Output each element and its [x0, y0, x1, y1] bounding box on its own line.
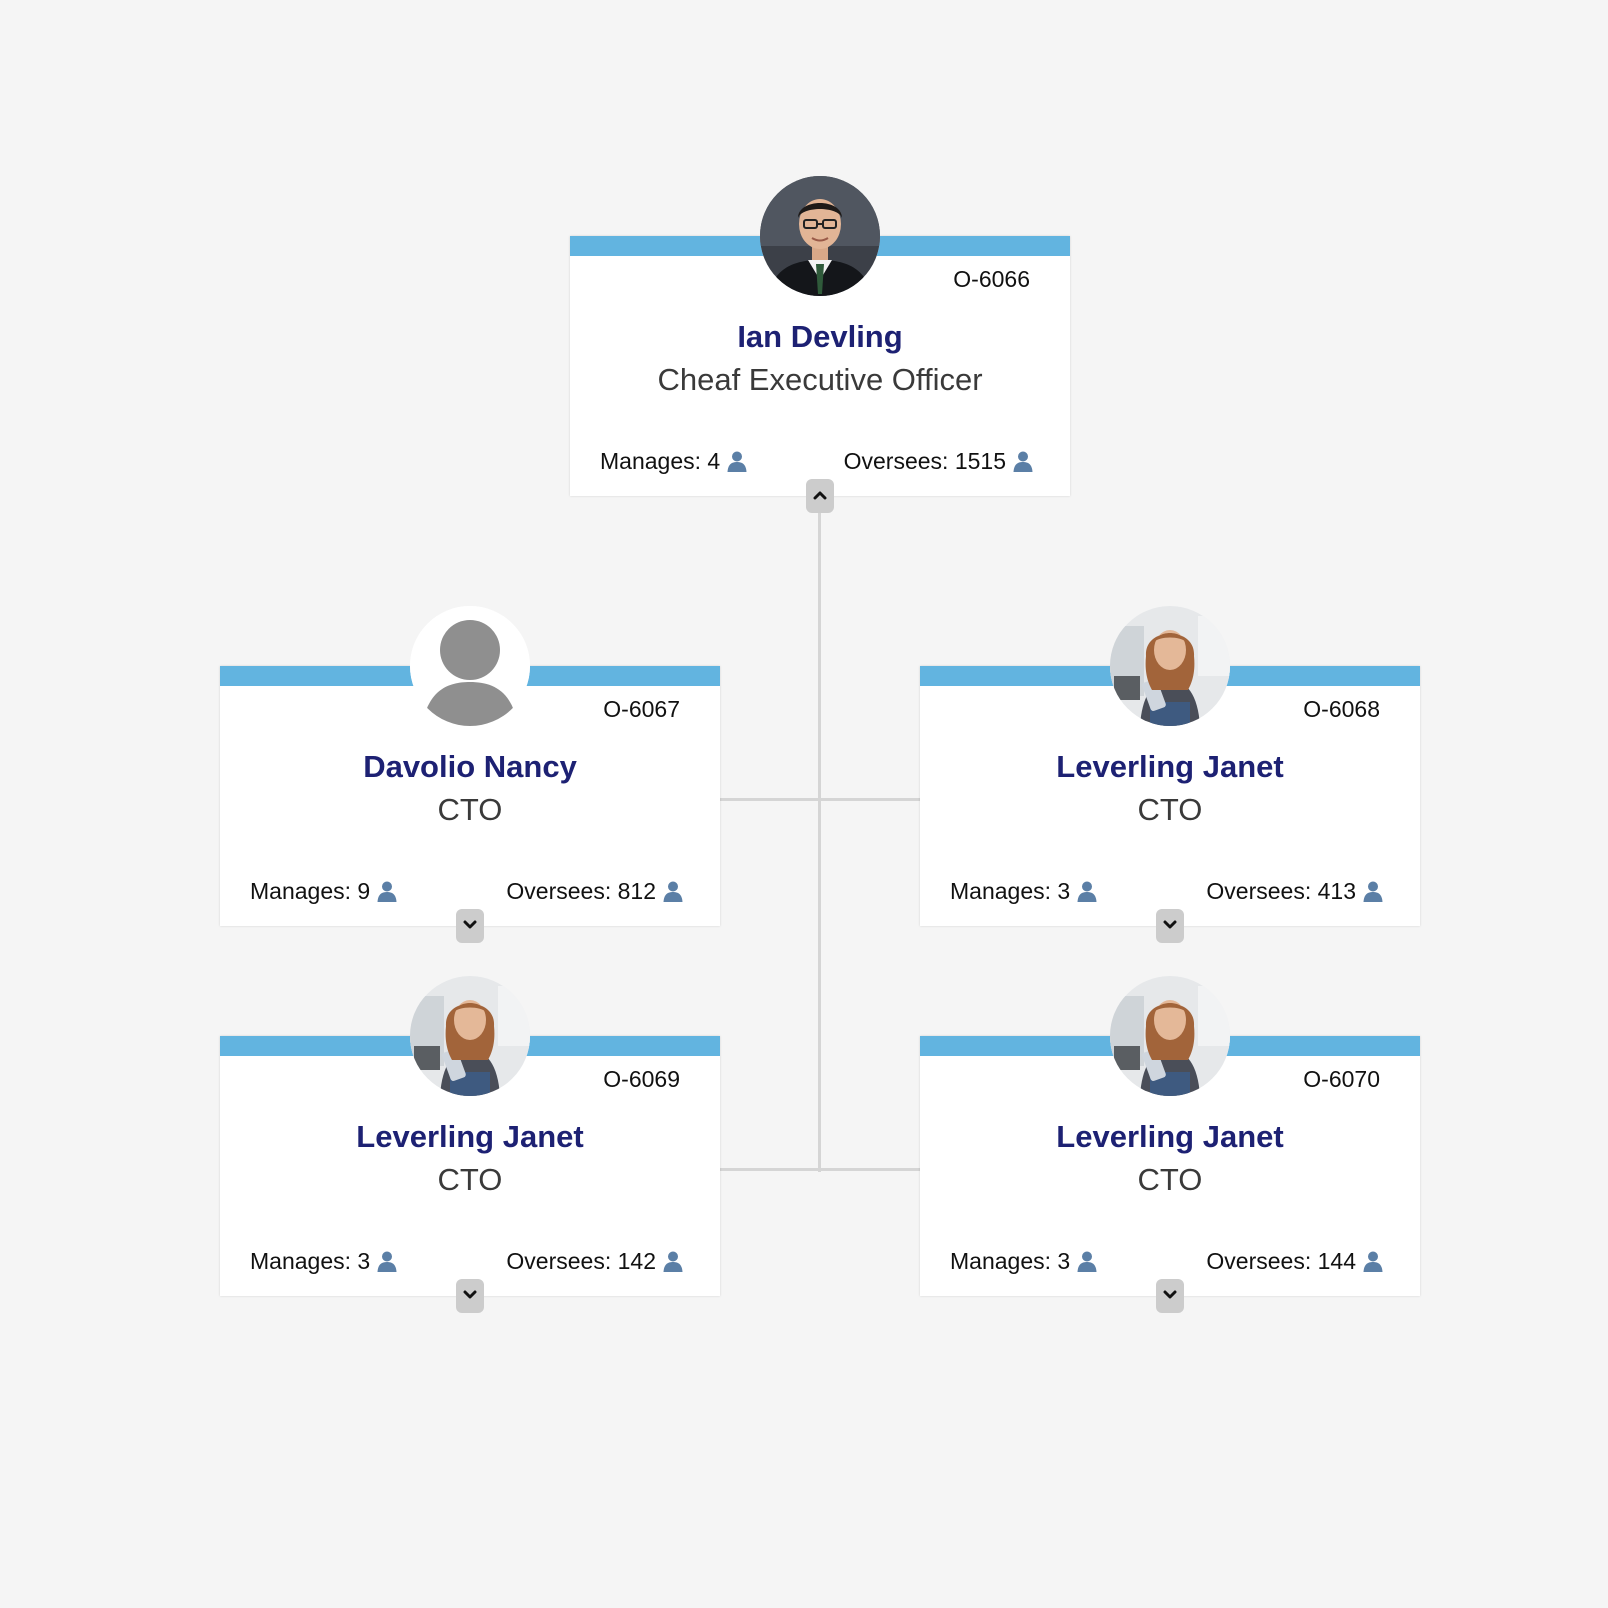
- employee-id: O-6069: [603, 1066, 680, 1092]
- manages-label: Manages: 3: [950, 878, 1071, 904]
- org-card-child[interactable]: O-6067 Davolio Nancy CTO Manages: 9 Over…: [220, 606, 720, 943]
- person-icon: [1012, 450, 1034, 478]
- person-icon: [662, 880, 684, 908]
- avatar: [410, 976, 530, 1096]
- person-icon: [1076, 880, 1098, 908]
- employee-name: Leverling Janet: [1056, 749, 1284, 784]
- oversees-label: Oversees: 144: [1206, 1248, 1356, 1274]
- oversees-stat: Oversees: 142: [506, 1248, 684, 1278]
- manages-stat: Manages: 3: [250, 1248, 398, 1278]
- oversees-label: Oversees: 812: [506, 878, 656, 904]
- manages-stat: Manages: 4: [600, 448, 748, 478]
- person-icon: [662, 1250, 684, 1278]
- chevron-down-icon: [1163, 917, 1177, 935]
- chevron-down-icon: [463, 917, 477, 935]
- employee-id: O-6066: [953, 266, 1030, 292]
- manages-label: Manages: 4: [600, 448, 721, 474]
- employee-name: Davolio Nancy: [363, 749, 577, 784]
- person-icon: [1076, 1250, 1098, 1278]
- collapse-button[interactable]: [806, 479, 834, 513]
- oversees-stat: Oversees: 1515: [844, 448, 1034, 478]
- employee-id: O-6070: [1303, 1066, 1380, 1092]
- connector-branch-row2: [720, 1168, 920, 1171]
- oversees-label: Oversees: 142: [506, 1248, 656, 1274]
- manages-stat: Manages: 3: [950, 1248, 1098, 1278]
- employee-name: Leverling Janet: [356, 1119, 584, 1154]
- employee-name: Leverling Janet: [1056, 1119, 1284, 1154]
- connector-branch-row1: [720, 798, 920, 801]
- employee-title: CTO: [437, 792, 503, 827]
- employee-title: Cheaf Executive Officer: [657, 362, 983, 397]
- expand-button[interactable]: [456, 909, 484, 943]
- org-card-child[interactable]: O-6069 Leverling Janet CTO Manages: 3 Ov…: [220, 976, 720, 1313]
- expand-button[interactable]: [456, 1279, 484, 1313]
- avatar: [1110, 976, 1230, 1096]
- employee-name: Ian Devling: [737, 319, 903, 354]
- employee-id: O-6068: [1303, 696, 1380, 722]
- chevron-up-icon: [813, 487, 827, 505]
- manages-stat: Manages: 9: [250, 878, 398, 908]
- avatar: [410, 606, 530, 726]
- employee-title: CTO: [1137, 792, 1203, 827]
- manages-label: Manages: 3: [950, 1248, 1071, 1274]
- employee-title: CTO: [437, 1162, 503, 1197]
- expand-button[interactable]: [1156, 909, 1184, 943]
- manages-stat: Manages: 3: [950, 878, 1098, 908]
- oversees-stat: Oversees: 144: [1206, 1248, 1384, 1278]
- oversees-label: Oversees: 1515: [843, 448, 1006, 474]
- person-icon: [376, 880, 398, 908]
- oversees-stat: Oversees: 413: [1206, 878, 1384, 908]
- chevron-down-icon: [463, 1287, 477, 1305]
- manages-label: Manages: 3: [250, 1248, 371, 1274]
- avatar: [760, 176, 880, 296]
- oversees-label: Oversees: 413: [1206, 878, 1356, 904]
- manages-label: Manages: 9: [250, 878, 371, 904]
- org-card-child[interactable]: O-6070 Leverling Janet CTO Manages: 3 Ov…: [920, 976, 1420, 1313]
- avatar: [1110, 606, 1230, 726]
- org-card-root[interactable]: O-6066 Ian Devling Cheaf Executive Offic…: [570, 176, 1070, 513]
- connector-trunk: [818, 510, 821, 1172]
- employee-title: CTO: [1137, 1162, 1203, 1197]
- person-icon: [1362, 880, 1384, 908]
- chevron-down-icon: [1163, 1287, 1177, 1305]
- employee-id: O-6067: [603, 696, 680, 722]
- org-card-child[interactable]: O-6068 Leverling Janet CTO Manages: 3 Ov…: [920, 606, 1420, 943]
- person-icon: [1362, 1250, 1384, 1278]
- oversees-stat: Oversees: 812: [506, 878, 684, 908]
- person-icon: [726, 450, 748, 478]
- expand-button[interactable]: [1156, 1279, 1184, 1313]
- person-icon: [376, 1250, 398, 1278]
